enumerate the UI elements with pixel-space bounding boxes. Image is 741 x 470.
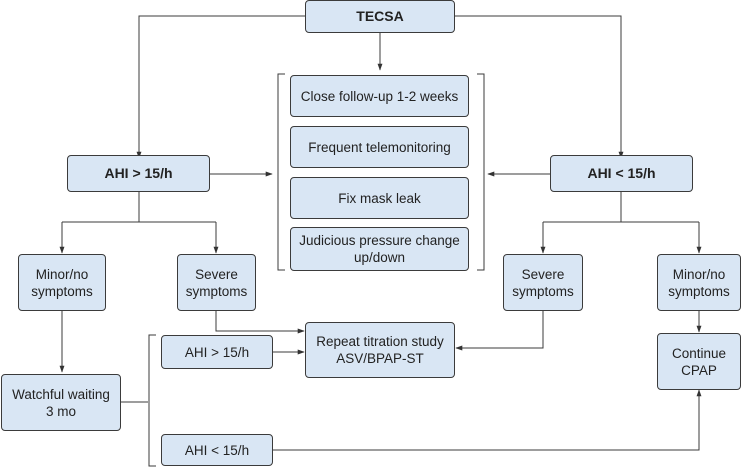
left-minor-symptoms: Minor/no symptoms [18, 254, 106, 311]
center-item-followup: Close follow-up 1-2 weeks [290, 75, 469, 117]
edge-left-severe-to-repeat [215, 311, 305, 334]
center-item-pressure-change: Judicious pressure change up/down [290, 227, 469, 271]
right-minor-symptoms: Minor/no symptoms [657, 254, 741, 311]
right-branch-ahi-low: AHI < 15/h [550, 155, 693, 192]
edge-root-to-right [455, 15, 624, 159]
followup-ahi-high: AHI > 15/h [161, 335, 273, 369]
edge-right-severe-to-repeat [455, 311, 544, 351]
repeat-titration-box: Repeat titration study ASV/BPAP-ST [305, 322, 455, 378]
center-bracket-right [477, 73, 485, 271]
center-item-telemonitoring: Frequent telemonitoring [290, 126, 469, 168]
center-item-mask-leak: Fix mask leak [290, 177, 469, 219]
edge-root-to-left [136, 15, 305, 159]
followup-ahi-low: AHI < 15/h [161, 434, 273, 466]
followup-bracket [148, 334, 156, 467]
left-branch-ahi-high: AHI > 15/h [67, 155, 210, 192]
center-bracket-left [277, 73, 285, 271]
edge-left-split [61, 192, 217, 252]
continue-cpap-box: Continue CPAP [657, 333, 741, 390]
left-severe-symptoms: Severe symptoms [177, 254, 256, 311]
edge-ahi-low-to-continue [273, 389, 702, 451]
watchful-waiting-box: Watchful waiting 3 mo [1, 374, 121, 431]
edge-right-split [542, 192, 700, 252]
root-tecsa-box: TECSA [305, 0, 455, 33]
right-severe-symptoms: Severe symptoms [503, 254, 583, 311]
